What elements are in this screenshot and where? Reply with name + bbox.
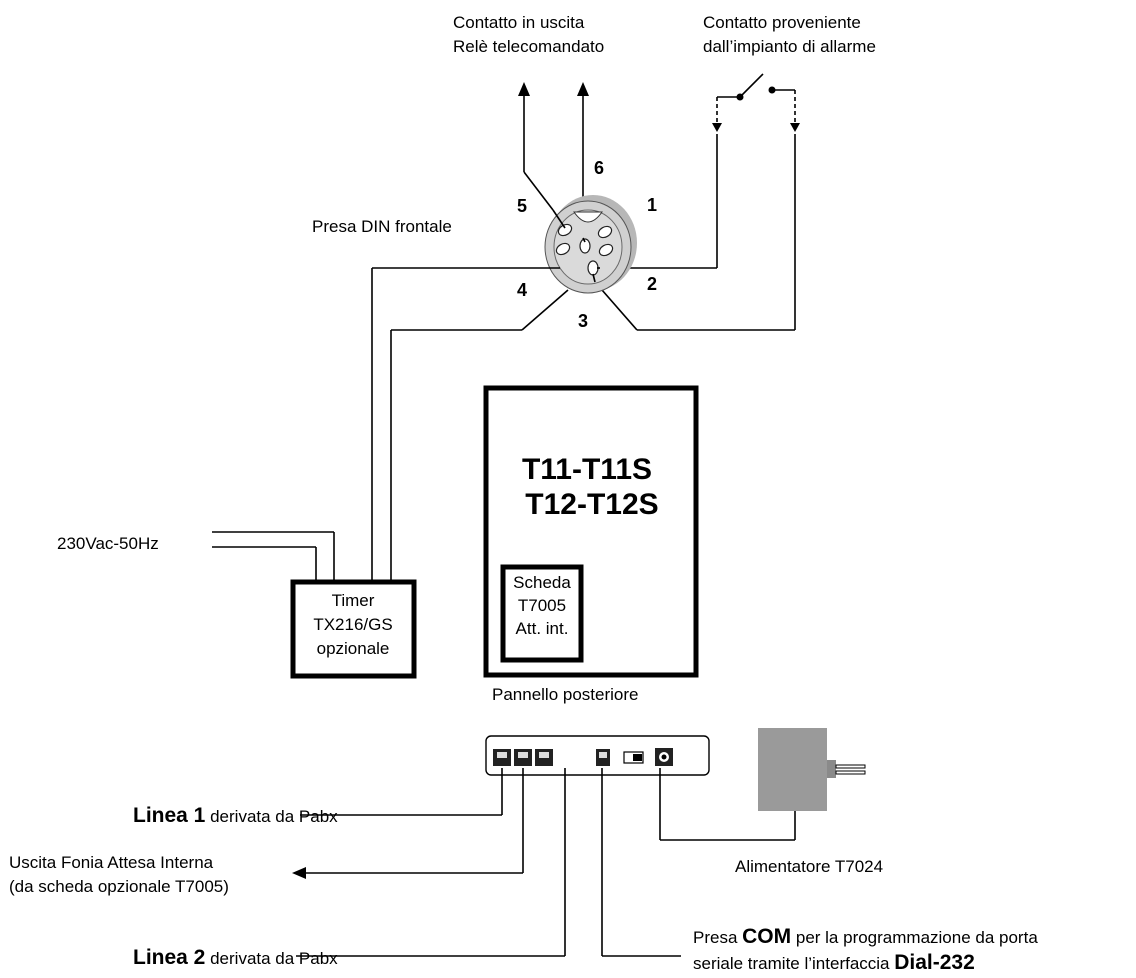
com-post: per la programmazione da porta xyxy=(791,928,1038,947)
card-function: Att. int. xyxy=(516,619,569,638)
dial-bold: Dial-232 xyxy=(894,951,975,974)
dc-jack-icon xyxy=(655,748,673,766)
timer-model: TX216/GS xyxy=(313,615,392,634)
dial-label: seriale tramite l’interfaccia Dial-232 xyxy=(693,951,975,974)
rj-port-fonia xyxy=(514,749,532,766)
linea1-bold: Linea 1 xyxy=(133,804,206,827)
pin-2: 2 xyxy=(647,274,657,294)
pin-1: 1 xyxy=(647,195,657,215)
timer-label: Timer xyxy=(332,591,375,610)
relay-output-label: Contatto in uscita xyxy=(453,13,585,32)
din-socket xyxy=(544,195,637,294)
com-label: Presa COM per la programmazione da porta xyxy=(693,925,1038,948)
fonia-label-2: (da scheda opzionale T7005) xyxy=(9,877,229,896)
pin-5: 5 xyxy=(517,196,527,216)
dial-pre: seriale tramite l’interfaccia xyxy=(693,954,894,973)
pin-4: 4 xyxy=(517,280,527,300)
rear-panel xyxy=(485,735,710,776)
pin-3: 3 xyxy=(578,311,588,331)
card-label: Scheda xyxy=(513,573,571,592)
power-230-wires xyxy=(212,531,335,580)
pin-6: 6 xyxy=(594,158,604,178)
rear-panel-label: Pannello posteriore xyxy=(492,685,638,704)
alarm-contact-label-2: dall’impianto di allarme xyxy=(703,37,876,56)
alarm-contact-label: Contatto proveniente xyxy=(703,13,861,32)
psu-label: Alimentatore T7024 xyxy=(735,857,883,876)
rear-panel-wires xyxy=(292,768,796,957)
linea1-label: Linea 1 derivata da Pabx xyxy=(133,804,338,827)
linea1-text: derivata da Pabx xyxy=(205,807,338,826)
timer-wires xyxy=(371,267,569,580)
com-port xyxy=(596,749,610,766)
linea2-text: derivata da Pabx xyxy=(205,949,338,968)
fonia-label: Uscita Fonia Attesa Interna xyxy=(9,853,214,872)
power-adapter-icon xyxy=(758,728,866,811)
main-unit-box xyxy=(483,385,699,678)
timer-optional: opzionale xyxy=(317,639,390,658)
com-bold: COM xyxy=(742,925,791,948)
card-model: T7005 xyxy=(518,596,566,615)
rj-port-linea2 xyxy=(535,749,553,766)
switch-icon xyxy=(623,751,644,764)
relay-output-label-2: Relè telecomandato xyxy=(453,37,604,56)
timer-box xyxy=(290,579,417,679)
main-unit-title-2: T12-T12S xyxy=(525,488,658,521)
card-box xyxy=(500,564,584,663)
main-unit-title-1: T11-T11S xyxy=(522,453,652,486)
power-230-label: 230Vac-50Hz xyxy=(57,534,159,553)
linea2-label: Linea 2 derivata da Pabx xyxy=(133,946,338,969)
com-pre: Presa xyxy=(693,928,742,947)
din-socket-label: Presa DIN frontale xyxy=(312,217,452,236)
rj-port-linea1 xyxy=(493,749,511,766)
alarm-switch xyxy=(594,73,800,331)
linea2-bold: Linea 2 xyxy=(133,946,205,969)
